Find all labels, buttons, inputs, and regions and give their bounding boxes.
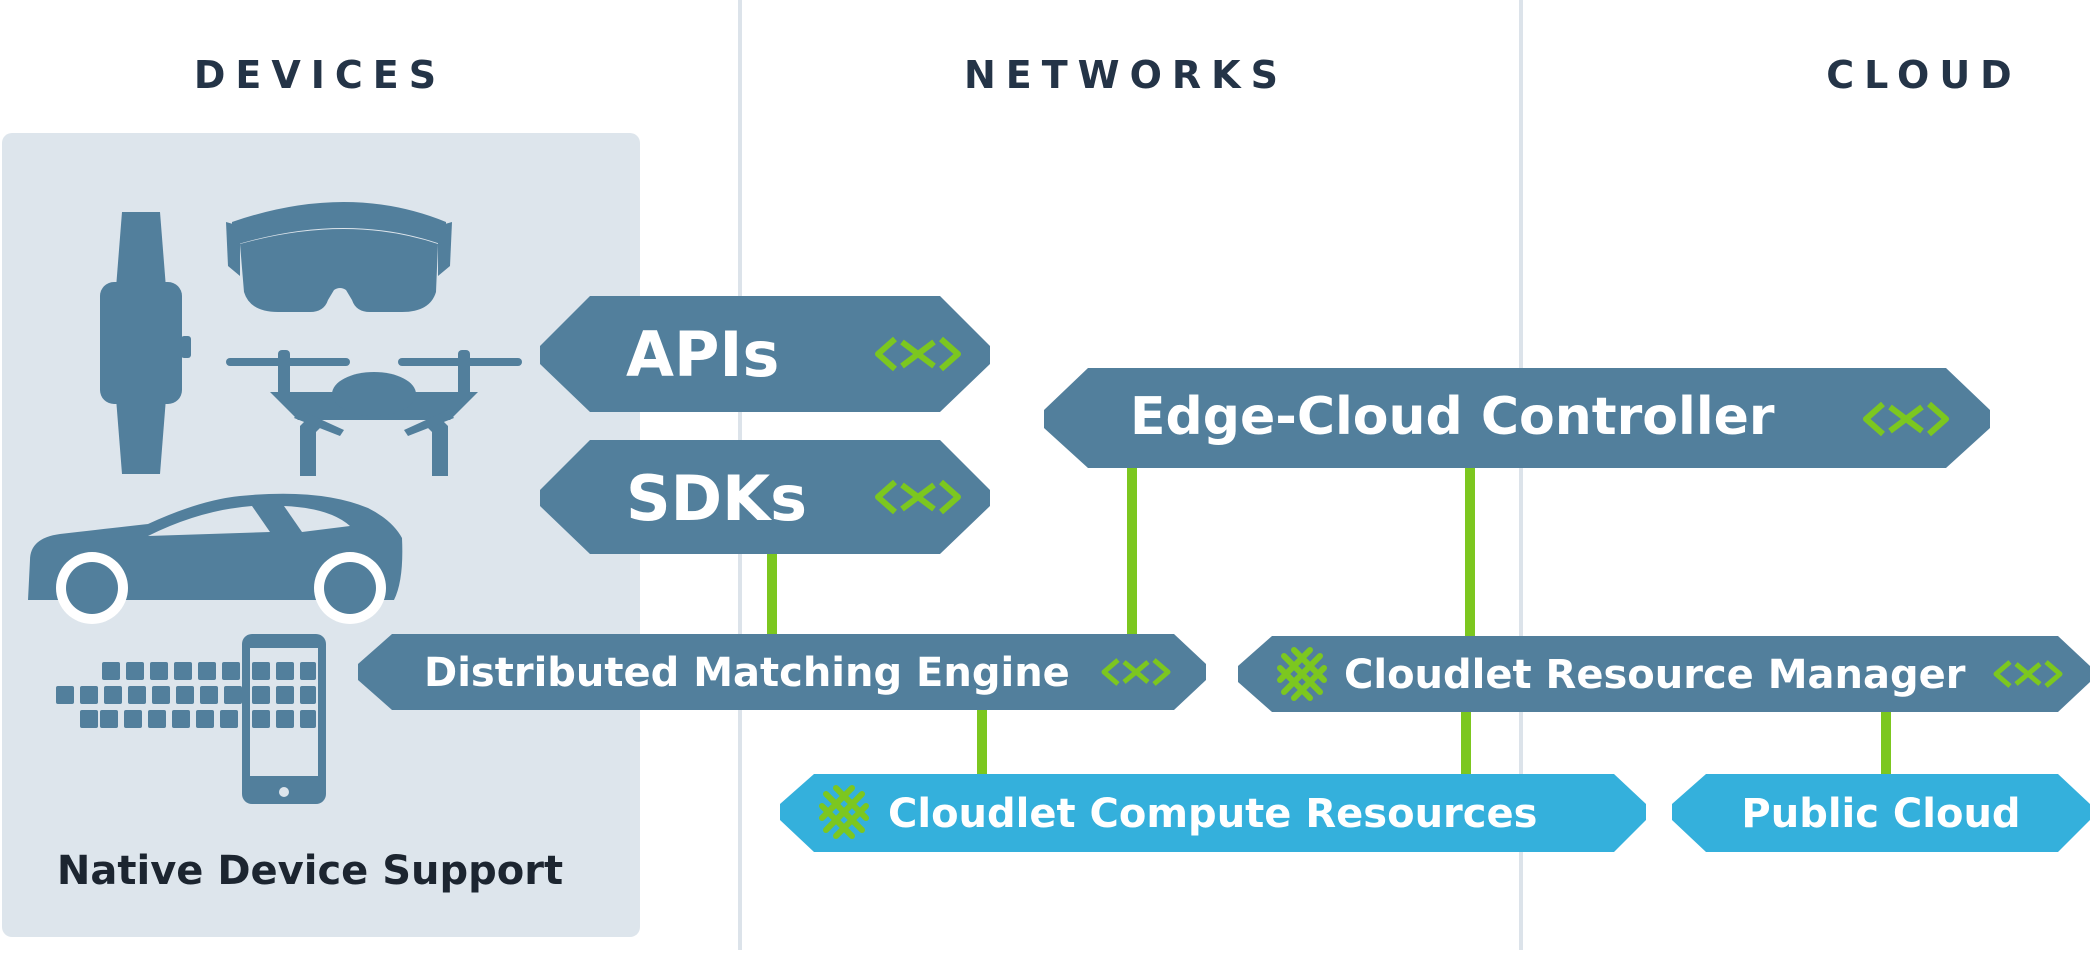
column-heading-networks: NETWORKS [964, 53, 1288, 97]
keyboard-icon [56, 662, 242, 728]
matching-engine-box: Distributed Matching Engine [358, 634, 1206, 710]
cloudlet-logo-icon [819, 785, 869, 839]
vr-headset-icon [226, 202, 452, 312]
sdks-label: SDKs [626, 462, 807, 535]
cloudlet-logo-icon [1277, 647, 1327, 701]
edge-cloud-controller-label: Edge-Cloud Controller [1130, 387, 1775, 447]
apis-label: APIs [626, 318, 779, 391]
public-cloud-box: Public Cloud [1672, 774, 2090, 852]
column-heading-cloud: CLOUD [1826, 53, 2021, 97]
connector-badge-icon [1863, 401, 1949, 437]
drone-icon [226, 350, 522, 476]
compute-resources-box: Cloudlet Compute Resources [780, 774, 1646, 852]
apis-box: APIs [540, 296, 990, 412]
column-heading-devices: DEVICES [194, 53, 446, 97]
watch-icon [100, 212, 191, 474]
car-icon [28, 493, 403, 624]
resource-manager-label: Cloudlet Resource Manager [1344, 652, 1966, 698]
smartphone-icon [242, 634, 326, 804]
connector-badge-icon [1993, 660, 2063, 688]
device-panel-caption: Native Device Support [57, 848, 563, 894]
connector-badge-icon [875, 336, 961, 372]
connectors [767, 468, 1891, 776]
sdks-box: SDKs [540, 440, 990, 554]
connector-badge-icon [875, 479, 961, 515]
resource-manager-box: Cloudlet Resource Manager [1238, 636, 2090, 712]
connector-badge-icon [1101, 658, 1171, 686]
compute-resources-label: Cloudlet Compute Resources [888, 791, 1537, 837]
edge-cloud-controller-box: Edge-Cloud Controller [1044, 368, 1990, 468]
matching-engine-label: Distributed Matching Engine [424, 650, 1070, 696]
public-cloud-label: Public Cloud [1741, 791, 2020, 837]
